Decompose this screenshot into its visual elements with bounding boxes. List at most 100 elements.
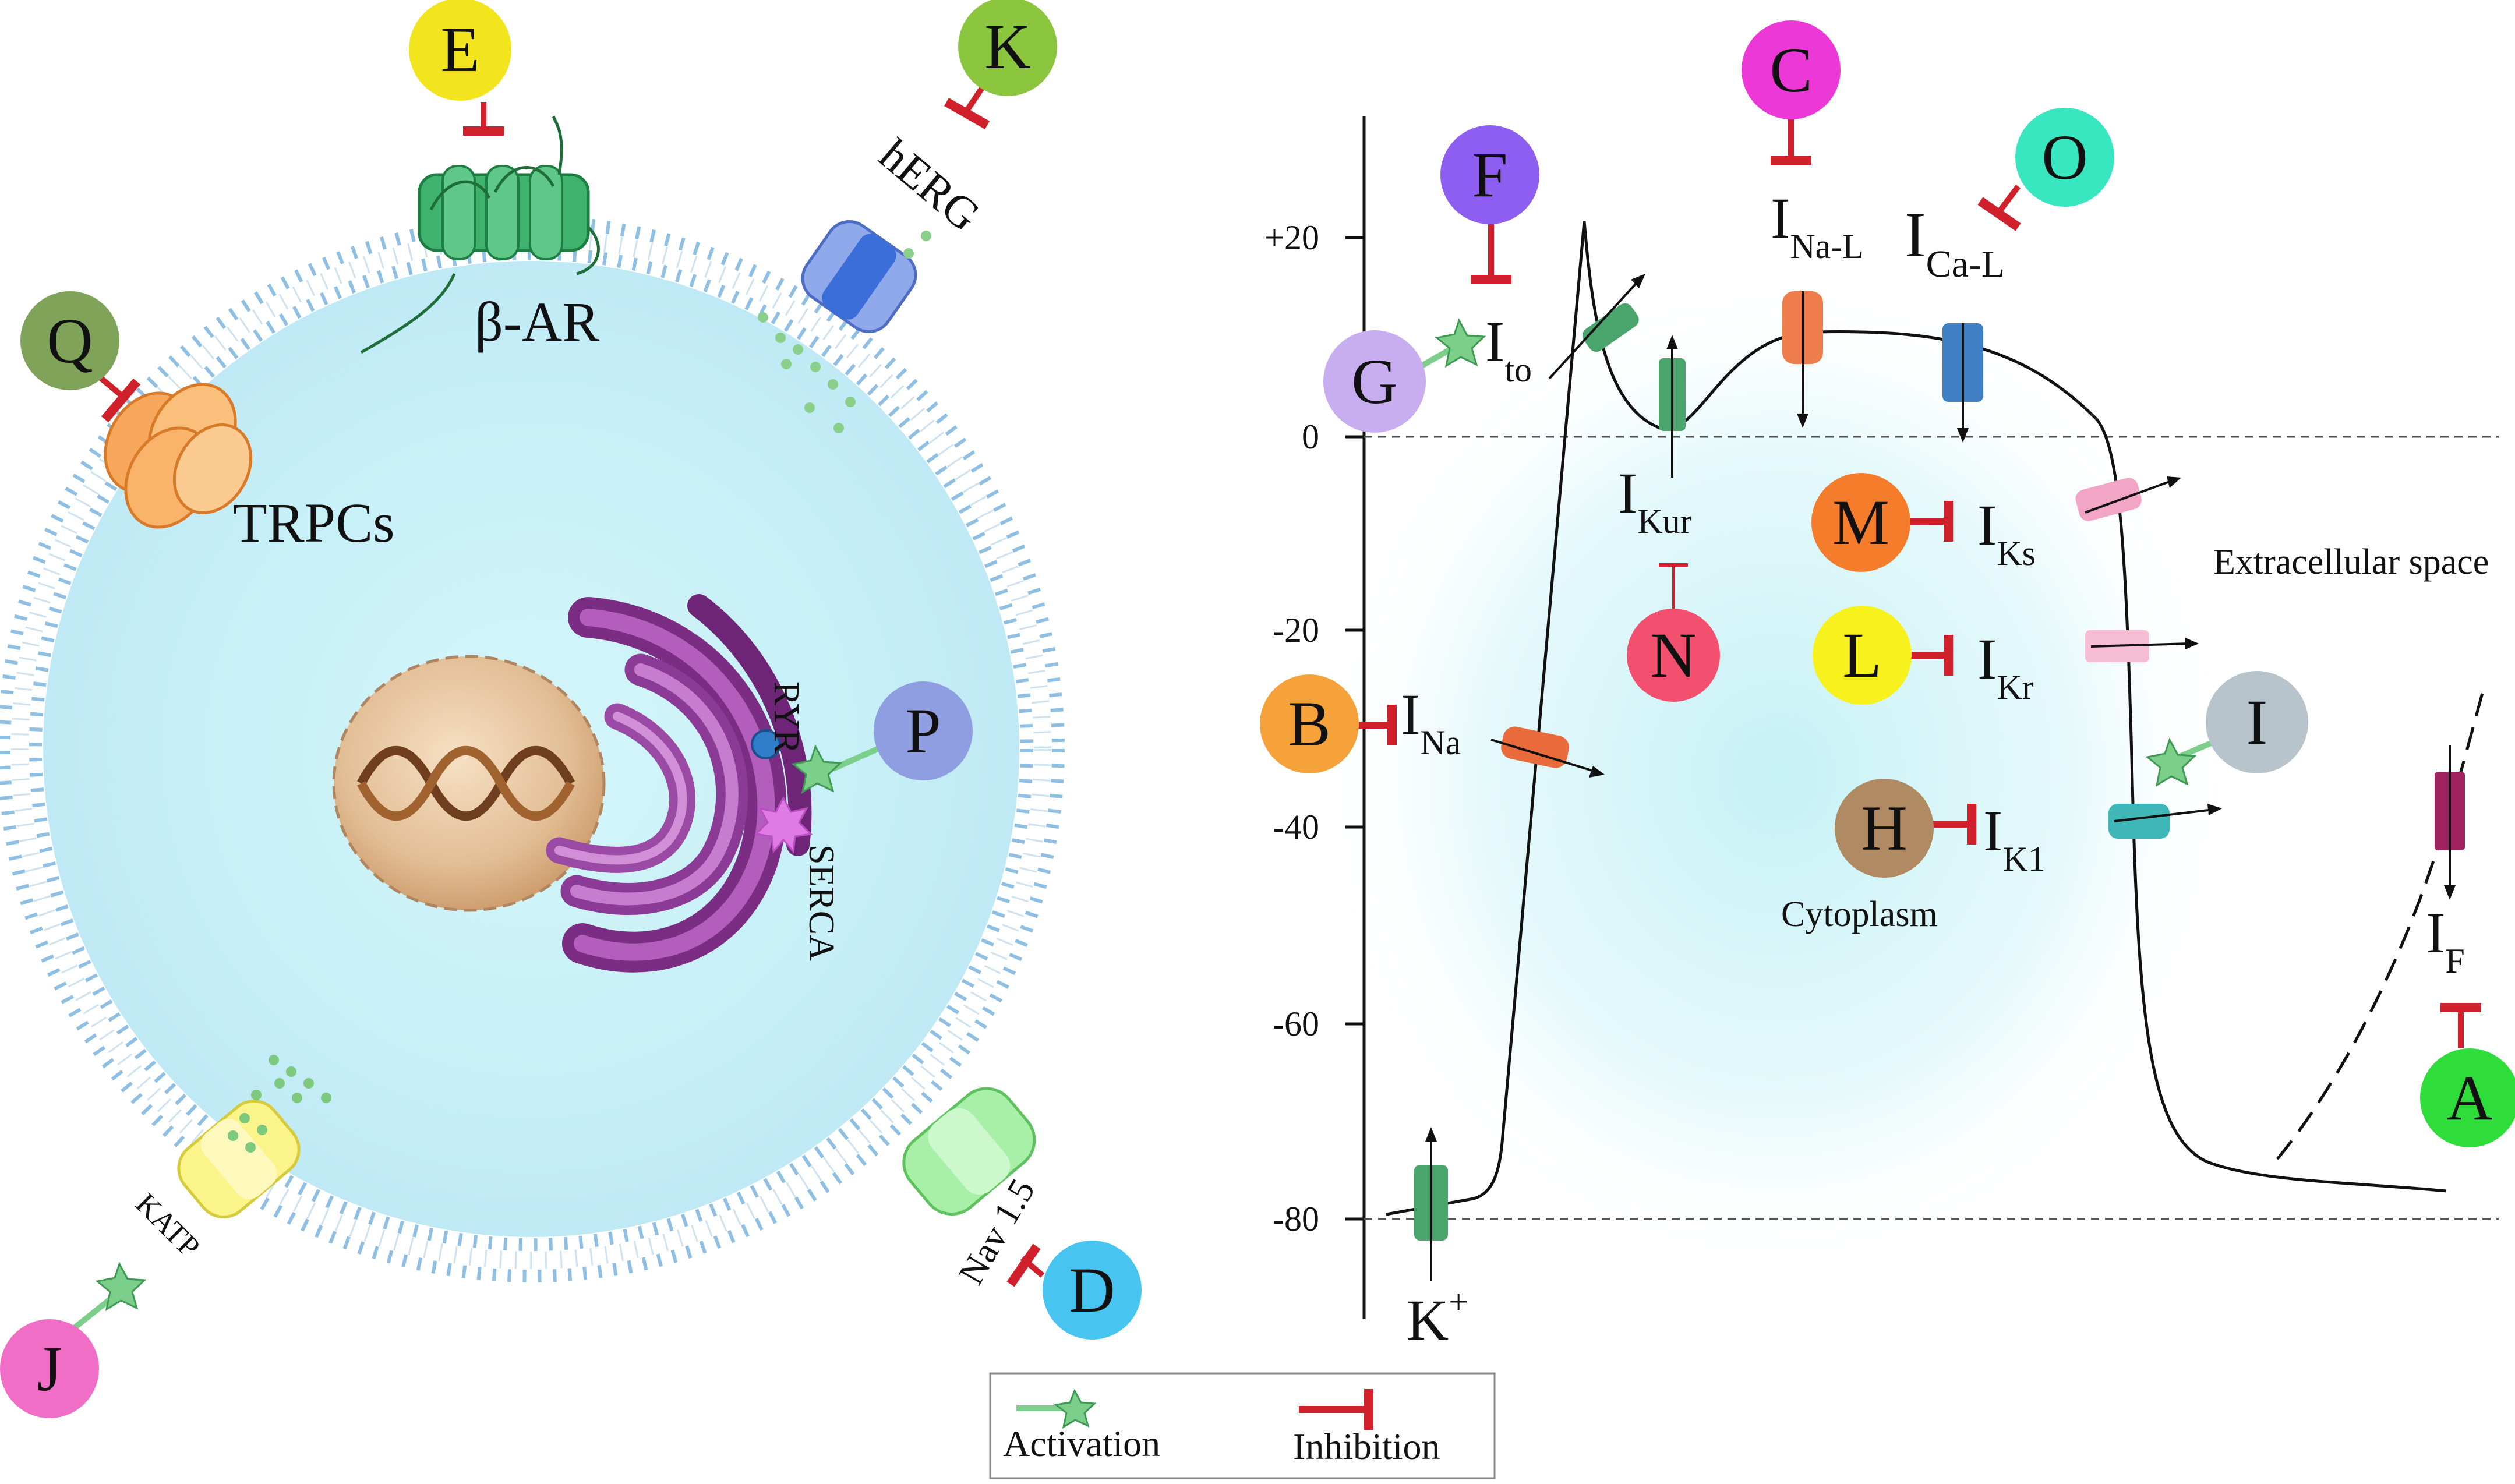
drug-j: J [0, 1262, 147, 1418]
ik1-label: IK1 [1983, 798, 2046, 878]
drug-c: C [1742, 20, 1841, 165]
drug-f-circle [1440, 125, 1539, 224]
herg-channel [801, 220, 917, 333]
drug-o-circle [2015, 108, 2114, 207]
drug-a: A [2420, 1003, 2515, 1147]
drug-d-circle [1043, 1241, 1142, 1340]
drug-e: E [409, 0, 511, 136]
cell-membrane-tails [11, 229, 1051, 1269]
drug-c-label: C [1769, 34, 1812, 105]
if-label: IF [2426, 900, 2465, 980]
drug-q-label: Q [47, 305, 93, 376]
tick-label-minus40: -40 [1273, 808, 1319, 846]
drug-b: B [1260, 674, 1397, 773]
drug-n: N [1627, 563, 1720, 702]
cytoplasm-glow [1322, 274, 2231, 1275]
inal-channel [1782, 291, 1823, 428]
kplus-channel [1414, 1127, 1448, 1281]
drug-a-circle [2420, 1048, 2515, 1147]
drug-j-circle [0, 1319, 99, 1418]
legend-activation-label: Activation [1003, 1423, 1160, 1464]
drug-h-circle [1835, 779, 1934, 878]
drug-p-circle [874, 681, 973, 780]
beta-ar-receptor [360, 115, 600, 354]
trpcs-channel [104, 383, 253, 529]
funny-current-curve [2276, 692, 2484, 1160]
legend-inhibition-label: Inhibition [1293, 1426, 1440, 1467]
ito-label: Ito [1485, 309, 1532, 389]
herg-label: hERG [870, 129, 990, 241]
action-potential-curve [1386, 221, 2447, 1216]
tick-label-plus20: +20 [1264, 218, 1319, 257]
activation-star-icon [1054, 1388, 1097, 1429]
ik1-channel [2108, 804, 2222, 839]
tick-label-minus80: -80 [1273, 1200, 1319, 1238]
drug-m-label: M [1832, 487, 1889, 558]
katp-ions [228, 1055, 331, 1153]
katp-channel [177, 1099, 301, 1219]
drug-l: L [1813, 606, 1953, 705]
current-labels: K+ INa Ito IKur INa-L ICa-L IKs IKr IK1 … [1401, 186, 2489, 1352]
ical-label: ICa-L [1905, 199, 2005, 285]
sarcoplasmic-reticulum [546, 594, 812, 973]
tick-label-minus60: -60 [1273, 1005, 1319, 1043]
drug-h: H [1835, 779, 1976, 878]
drug-h-label: H [1861, 793, 1907, 864]
drug-f: F [1440, 125, 1539, 284]
drug-e-circle [409, 0, 511, 101]
drug-i-circle [2206, 671, 2308, 773]
iks-channel [2075, 476, 2181, 521]
dna-icon [356, 746, 575, 821]
ryr-label: RYR [766, 681, 806, 754]
drug-j-label: J [37, 1333, 62, 1404]
beta-ar-label: β-AR [475, 291, 599, 353]
kplus-label: K+ [1407, 1282, 1468, 1352]
drug-l-circle [1813, 606, 1912, 705]
drug-b-label: B [1288, 688, 1330, 759]
ito-channel [1548, 274, 1645, 380]
serca-label: SERCA [801, 845, 841, 961]
legend: Activation Inhibition [989, 1372, 1496, 1479]
drug-k-circle [958, 0, 1057, 96]
nucleus [332, 655, 606, 912]
drug-q-circle [20, 291, 119, 390]
drug-g-label: G [1351, 346, 1397, 417]
drug-g: G [1323, 318, 1486, 433]
drug-g-circle [1323, 330, 1426, 433]
trpcs-label: TRPCs [233, 492, 394, 554]
ikur-label: IKur [1618, 461, 1692, 540]
action-potential-diagram: +20 0 -20 -40 -60 -80 [1260, 20, 2515, 1352]
if-channel [2435, 745, 2465, 900]
drug-o: O [1977, 108, 2114, 231]
drug-d: D [1006, 1241, 1142, 1340]
drug-c-circle [1742, 20, 1841, 119]
ikr-label: IKr [1977, 627, 2034, 706]
ical-channel [1942, 323, 1983, 443]
drug-m: M [1811, 473, 1953, 572]
nav15-channel [902, 1087, 1036, 1216]
ryr-icon [751, 729, 781, 759]
y-axis-tick-labels: +20 0 -20 -40 -60 -80 [1264, 218, 1319, 1238]
drug-n-label: N [1650, 620, 1696, 691]
serca-icon [754, 796, 813, 854]
ikr-channel [2085, 630, 2199, 662]
drug-l-label: L [1842, 620, 1881, 691]
drug-n-circle [1627, 609, 1720, 702]
ina-channel [1490, 726, 1605, 778]
y-axis-ticks [1345, 236, 1364, 1221]
inal-label: INa-L [1771, 186, 1864, 266]
drug-k-label: K [984, 11, 1030, 82]
herg-ions [758, 231, 931, 433]
drug-p-label: P [905, 695, 941, 766]
iks-label: IKs [1977, 493, 2036, 573]
drug-d-label: D [1069, 1255, 1115, 1326]
tick-label-0: 0 [1302, 418, 1319, 456]
ikur-channel [1659, 335, 1686, 478]
extracellular-label: Extracellular space [2213, 542, 2489, 582]
drug-i-label: I [2246, 687, 2268, 758]
drug-q: Q [20, 291, 141, 423]
drug-f-label: F [1472, 139, 1507, 210]
drug-m-circle [1811, 473, 1910, 572]
tick-label-minus20: -20 [1273, 611, 1319, 649]
